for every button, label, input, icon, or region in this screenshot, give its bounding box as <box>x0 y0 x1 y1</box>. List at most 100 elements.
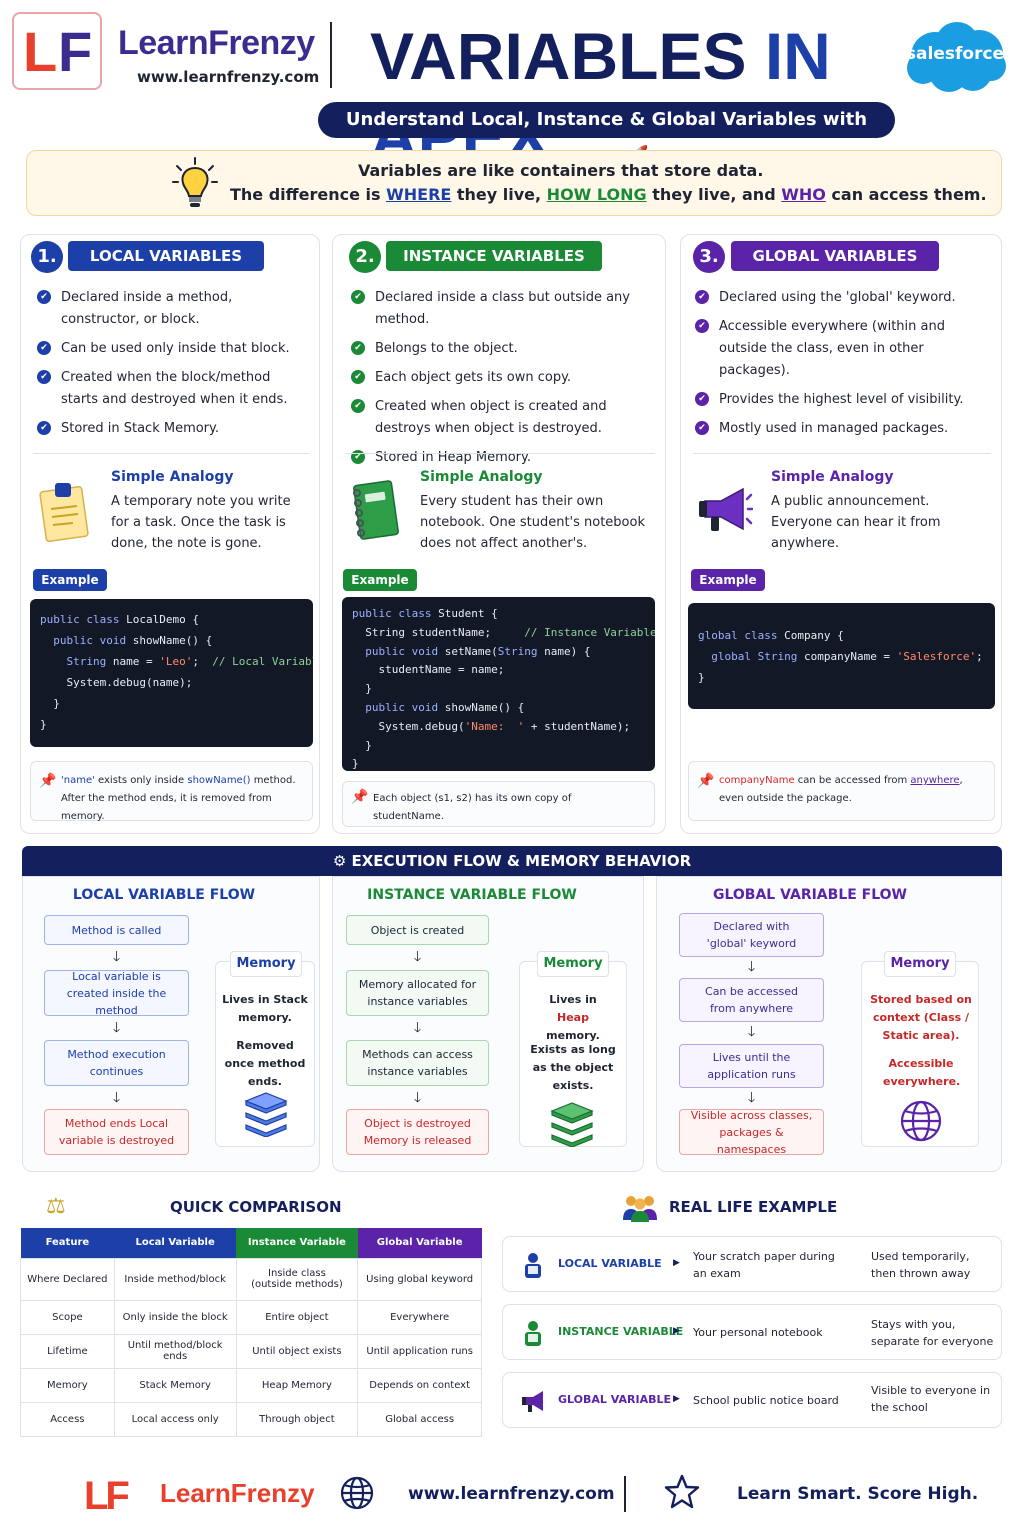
code-keyword: public class <box>40 613 120 626</box>
table-cell: Local access only <box>113 1401 237 1437</box>
arrow-down-icon: 🡓 <box>112 1090 121 1106</box>
table-cell: Scope <box>20 1299 115 1335</box>
list-item: Mostly used in managed packages. <box>695 418 975 440</box>
analogy-text: Every student has their own notebook. On… <box>420 494 645 551</box>
megaphone-icon <box>522 1391 543 1412</box>
real-life-row: INSTANCE VARIABLE ▶ Your personal notebo… <box>502 1304 1002 1360</box>
intro-line-2: The difference is WHERE they live, HOW L… <box>230 185 987 204</box>
arrow-down-icon: 🡓 <box>747 1090 756 1106</box>
star-icon <box>664 1474 700 1509</box>
real-life-name: GLOBAL VARIABLE <box>558 1393 671 1406</box>
code-text: ; <box>192 655 199 668</box>
note-text: even outside the package. <box>719 793 852 804</box>
code-keyword: public void <box>53 634 127 647</box>
code-text: showName() { <box>438 700 525 714</box>
instance-variables-card: 2. INSTANCE VARIABLES Declared inside a … <box>332 234 666 834</box>
table-header: Instance Variable <box>236 1228 358 1258</box>
memory-title: Memory <box>230 951 302 977</box>
flow-title: LOCAL VARIABLE FLOW <box>72 887 256 903</box>
stack-database-icon <box>244 1092 288 1137</box>
list-item: Declared inside a class but outside any … <box>351 287 661 331</box>
divider <box>345 453 655 454</box>
table-cell: Until application runs <box>357 1333 482 1369</box>
code-text: name = <box>106 655 160 668</box>
bullet-list: Declared using the 'global' keyword. Acc… <box>695 287 975 447</box>
table-cell: Inside class (outside methods) <box>235 1257 359 1301</box>
real-life-detail: Stays with you, separate for everyone <box>871 1318 994 1348</box>
memory-text-part: Lives in <box>549 993 597 1006</box>
table-cell: Access <box>20 1401 115 1437</box>
sticky-note-icon <box>39 483 89 543</box>
real-life-row: GLOBAL VARIABLE ▶ School public notice b… <box>502 1372 1002 1428</box>
analogy-title: Simple Analogy <box>771 469 894 485</box>
code-text: + studentName); <box>524 719 631 733</box>
real-life-example: Your personal notebook <box>693 1326 823 1339</box>
list-item: Each object gets its own copy. <box>351 367 661 389</box>
real-life-name: INSTANCE VARIABLE <box>558 1325 684 1338</box>
note-highlight: 'name' <box>61 775 95 786</box>
salesforce-label: salesforce <box>905 44 1005 64</box>
table-cell: Until method/block ends <box>113 1333 237 1369</box>
flow-step: Local variable is created inside the met… <box>44 970 189 1017</box>
example-tag: Example <box>343 569 417 591</box>
section-number: 3. <box>693 241 725 273</box>
bullet-list: Declared inside a class but outside any … <box>351 287 661 476</box>
analogy-text: A temporary note you write for a task. O… <box>111 494 291 551</box>
stack-database-icon <box>550 1102 594 1147</box>
note-text: Each object (s1, s2) has its own copy of… <box>373 793 572 822</box>
logo-letter-l: L <box>23 20 57 83</box>
list-item: Belongs to the object. <box>351 338 661 360</box>
memory-title: Memory <box>884 951 956 977</box>
list-item: Can be used only inside that block. <box>37 338 307 360</box>
code-text: studentName = name; <box>378 663 505 677</box>
table-cell: Stack Memory <box>113 1367 237 1403</box>
list-item: Stored in Stack Memory. <box>37 418 307 440</box>
person-icon <box>525 1321 541 1346</box>
code-keyword: String <box>497 644 538 658</box>
table-cell: Only inside the block <box>113 1299 237 1335</box>
chevron-right-icon: ▶ <box>673 1394 680 1404</box>
memory-panel <box>215 961 315 1147</box>
brand-url[interactable]: www.learnfrenzy.com <box>137 68 320 86</box>
table-cell: Using global keyword <box>357 1257 482 1301</box>
list-item: Provides the highest level of visibility… <box>695 389 975 411</box>
intro-line-1: Variables are like containers that store… <box>358 161 764 180</box>
footer-url[interactable]: www.learnfrenzy.com <box>408 1484 615 1504</box>
code-block: global class Company { global String com… <box>688 603 995 709</box>
header-divider <box>330 22 332 88</box>
analogy-title: Simple Analogy <box>420 469 543 485</box>
code-string: 'Salesforce' <box>896 650 977 663</box>
code-keyword: public void <box>365 700 439 714</box>
bullet-list: Declared inside a method, constructor, o… <box>37 287 307 447</box>
code-keyword: String <box>66 655 107 668</box>
global-flow-panel: GLOBAL VARIABLE FLOW Declared with 'glob… <box>656 876 1002 1172</box>
title-part-1: VARIABLES <box>370 19 747 93</box>
code-keyword: public class <box>352 607 432 620</box>
footer-logo-letters: LF <box>84 1474 130 1518</box>
code-text: Student { <box>431 607 498 620</box>
code-text: } <box>698 671 705 684</box>
local-variables-card: 1. LOCAL VARIABLES Declared inside a met… <box>20 234 320 834</box>
code-comment: // Instance Variable <box>524 625 655 639</box>
table-cell: Entire object <box>235 1299 359 1335</box>
notebook-icon <box>353 480 399 540</box>
note-highlight: companyName <box>719 775 795 786</box>
flow-section-banner: ⚙ EXECUTION FLOW & MEMORY BEHAVIOR <box>22 846 1002 876</box>
intro-text: they live, <box>451 185 547 204</box>
flow-step: Lives until the application runs <box>679 1044 824 1088</box>
people-icon <box>623 1196 657 1222</box>
real-life-title: REAL LIFE EXAMPLE <box>669 1198 838 1216</box>
code-comment: // Local Variable <box>212 655 313 668</box>
flow-step-end: Object is destroyed Memory is released <box>346 1109 489 1155</box>
pin-icon: 📌 <box>39 773 57 789</box>
subtitle-banner: Understand Local, Instance & Global Vari… <box>318 102 895 166</box>
globe-icon <box>340 1476 374 1510</box>
list-item: Created when the block/method starts and… <box>37 367 307 411</box>
code-text: ; <box>976 650 983 663</box>
section-number: 1. <box>31 241 63 273</box>
local-flow-panel: LOCAL VARIABLE FLOW Method is called 🡓 L… <box>22 876 320 1172</box>
note-text: After the method ends, it is removed fro… <box>61 793 272 822</box>
code-keyword: global String <box>711 650 798 663</box>
code-keyword: public void <box>365 644 439 658</box>
list-item: Declared using the 'global' keyword. <box>695 287 975 309</box>
